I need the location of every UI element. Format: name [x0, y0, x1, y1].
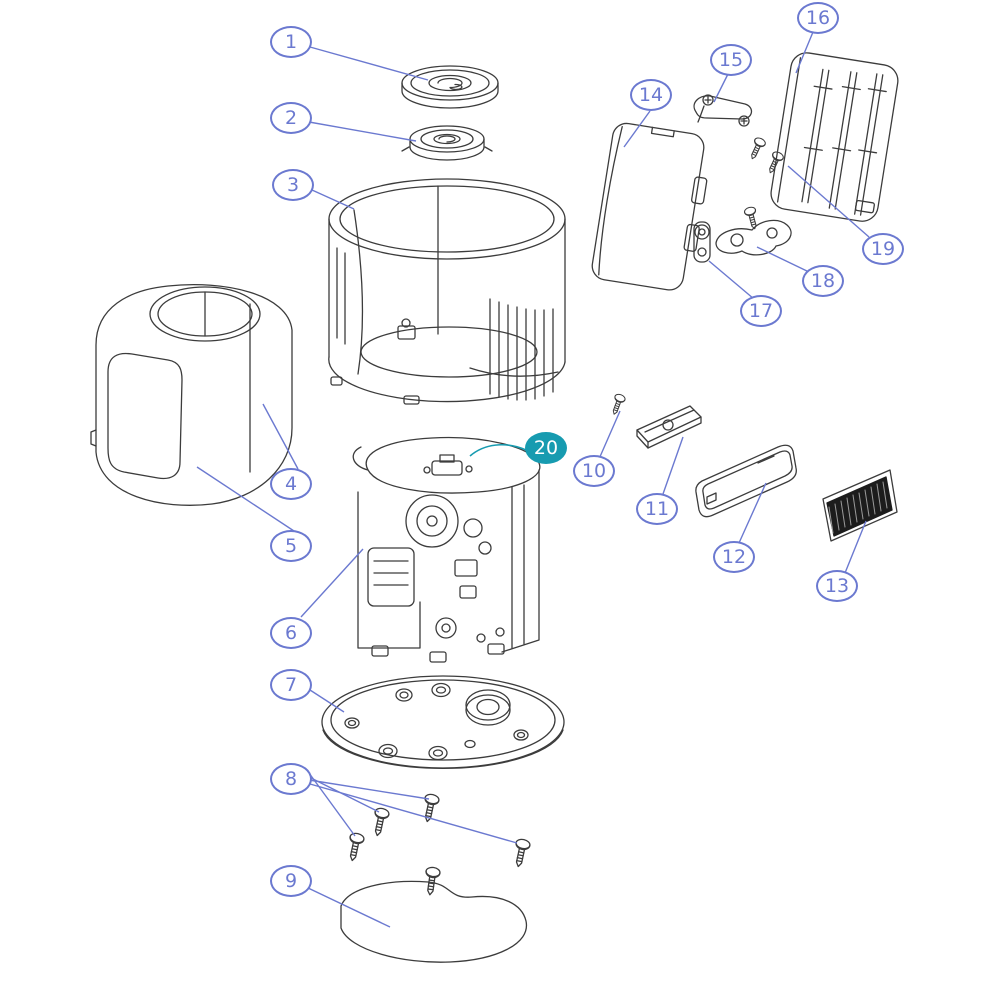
part-14-drawing: [591, 122, 708, 291]
part-3-drawing: [328, 178, 566, 405]
callout-18[interactable]: 18: [802, 265, 844, 297]
part-4-5-shell-drawing: [90, 284, 293, 506]
callout-20[interactable]: 20: [525, 432, 567, 464]
callout-17[interactable]: 17: [740, 295, 782, 327]
callout-8[interactable]: 8: [270, 763, 312, 795]
callout-13-number: 13: [824, 574, 850, 597]
callout-3[interactable]: 3: [272, 169, 314, 201]
callout-5[interactable]: 5: [270, 530, 312, 562]
callout-13[interactable]: 13: [816, 570, 858, 602]
part-12-drawing: [695, 444, 797, 518]
part-11-drawing: [636, 405, 702, 449]
callout-9-number: 9: [284, 869, 298, 892]
callout-16-number: 16: [805, 6, 831, 29]
callout-17-number: 17: [748, 299, 774, 322]
part-9-drawing: [340, 880, 528, 963]
callout-2[interactable]: 2: [270, 102, 312, 134]
callout-12-number: 12: [721, 545, 747, 568]
callout-4-number: 4: [284, 472, 298, 495]
callout-4[interactable]: 4: [270, 468, 312, 500]
callout-14[interactable]: 14: [630, 79, 672, 111]
leader-lines: [196, 31, 870, 928]
callout-9[interactable]: 9: [270, 865, 312, 897]
callout-19-number: 19: [870, 237, 896, 260]
callout-6-number: 6: [284, 621, 298, 644]
callout-10-number: 10: [581, 459, 607, 482]
callout-16[interactable]: 16: [797, 2, 839, 34]
callout-10[interactable]: 10: [573, 455, 615, 487]
callout-7[interactable]: 7: [270, 669, 312, 701]
part-17-drawing: [693, 221, 711, 263]
callout-15-number: 15: [718, 48, 744, 71]
parts-drawing: [90, 52, 899, 963]
callout-11[interactable]: 11: [636, 493, 678, 525]
callout-11-number: 11: [644, 497, 670, 520]
callout-19[interactable]: 19: [862, 233, 904, 265]
part-15-drawing: [693, 94, 753, 127]
callout-2-number: 2: [284, 106, 298, 129]
callout-7-number: 7: [284, 673, 298, 696]
callout-1[interactable]: 1: [270, 26, 312, 58]
callout-18-number: 18: [810, 269, 836, 292]
callout-20-number: 20: [533, 436, 559, 459]
callout-3-number: 3: [286, 173, 300, 196]
part-18-drawing: [715, 205, 792, 256]
callout-15[interactable]: 15: [710, 44, 752, 76]
part-7-drawing: [321, 675, 565, 769]
callout-5-number: 5: [284, 534, 298, 557]
callout-12[interactable]: 12: [713, 541, 755, 573]
part-6-drawing: [352, 436, 541, 663]
callout-8-number: 8: [284, 767, 298, 790]
part-2-drawing: [401, 125, 493, 161]
part-1-drawing: [401, 65, 499, 109]
callout-1-number: 1: [284, 30, 298, 53]
callout-14-number: 14: [638, 83, 664, 106]
part-16-drawing: [770, 52, 899, 222]
part-10-screw-drawing: [608, 392, 627, 417]
callout-6[interactable]: 6: [270, 617, 312, 649]
part-13-grille-drawing: [822, 469, 898, 542]
